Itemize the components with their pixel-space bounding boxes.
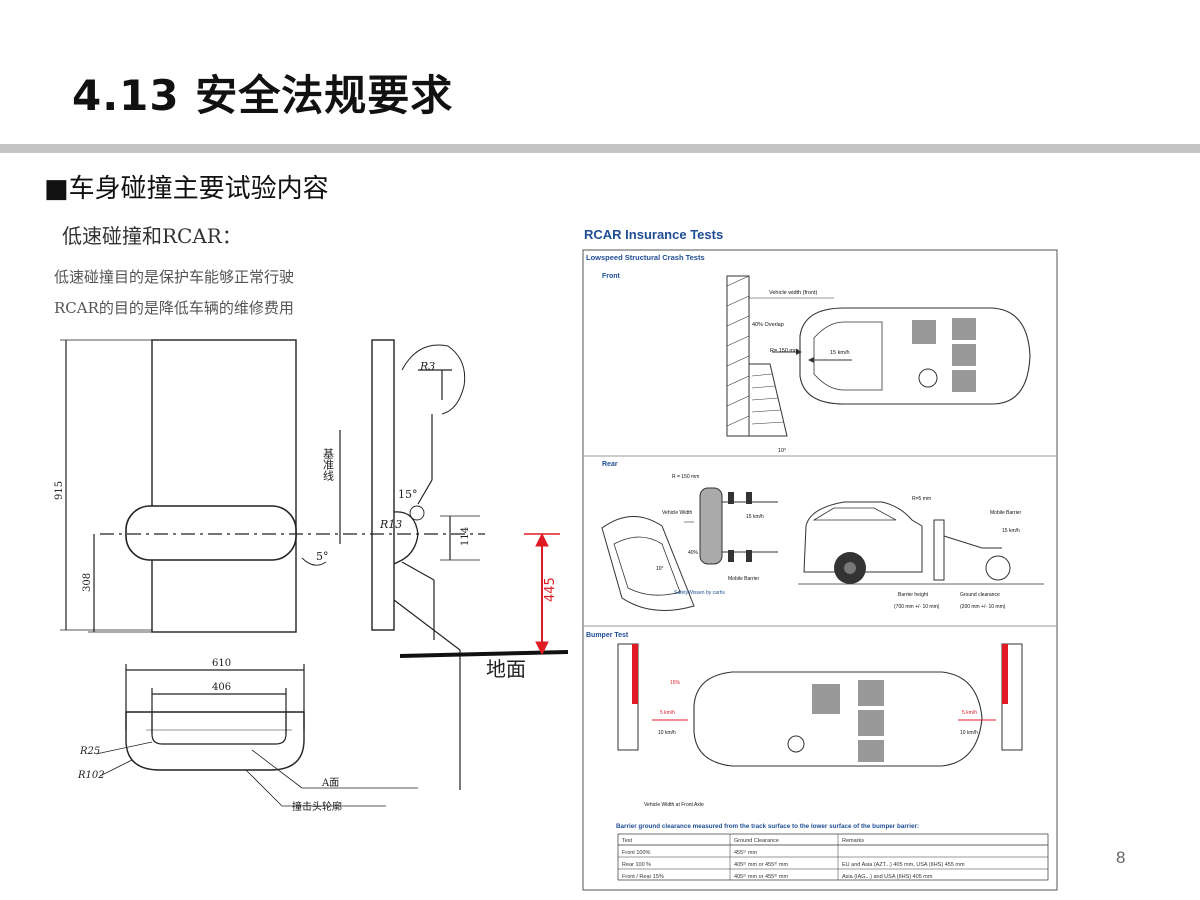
label-ground: 地面: [486, 657, 526, 681]
rear-ground-clearance: Ground clearance: [960, 592, 1000, 598]
slide-title: 4.13 安全法规要求: [72, 71, 454, 120]
rear-mobile-barrier-2: Mobile Barrier: [990, 510, 1021, 516]
rear-label: Rear: [602, 461, 618, 468]
lowspeed-purpose-text: 低速碰撞目的是保护车能够正常行驶: [54, 268, 295, 286]
rear-barrier-height-value: (700 mm +/- 10 mm): [894, 604, 940, 610]
rear-vehicle-width: Vehicle Width: [662, 510, 693, 516]
label-impactor-head: 撞击头轮廓: [292, 800, 342, 813]
bumper-label: Bumper Test: [586, 632, 629, 639]
rear-speed-2: 15 km/h: [1002, 528, 1020, 534]
table-row-3-remarks: Asia (IAG...) and USA (IIHS) 405 mm: [842, 874, 933, 880]
front-angle: 10°: [778, 448, 786, 454]
label-r102: R102: [77, 770, 105, 781]
rear-section: Rear R = 150 mm Vehicle Width 15 km/h 40…: [601, 461, 1044, 611]
label-5-degree: 5°: [316, 550, 329, 563]
table-header-clearance: Ground Clearance: [734, 838, 779, 844]
bumper-speed-right: 5 km/h: [962, 710, 977, 716]
page-number: 8: [1116, 848, 1126, 867]
rear-speed: 15 km/h: [746, 514, 764, 520]
table-row-2-test: Rear 100 %: [622, 862, 651, 868]
label-a-surface: A面: [321, 778, 339, 789]
table-row-2-remarks: EU and Asia (AZT...) 405 mm, USA (IIHS) …: [842, 862, 965, 868]
label-r25: R25: [79, 746, 100, 757]
impactor-drawing: R3 基准线 915 15° R13 114 5° 308 610 406 R2…: [40, 330, 580, 834]
rear-ground-clearance-value: (200 mm +/- 10 mm): [960, 604, 1006, 610]
front-overlap: 40% Overlap: [752, 322, 784, 328]
label-406: 406: [212, 682, 231, 693]
label-114: 114: [460, 527, 471, 546]
rcar-panel-svg: RCAR Insurance Tests Lowspeed Structural…: [582, 227, 1058, 891]
label-610: 610: [212, 658, 231, 669]
table-row-1-test: Front 100%: [622, 850, 651, 856]
label-15-degree: 15°: [398, 488, 418, 501]
rear-angle: 10°: [656, 566, 664, 572]
rear-overlap: 40%: [688, 550, 699, 556]
clearance-table: Test Ground Clearance Remarks Front 100%…: [617, 833, 1049, 881]
label-r13: R13: [379, 518, 402, 531]
front-label: Front: [602, 273, 621, 280]
table-row-3-test: Front / Rear 15%: [622, 874, 664, 880]
bumper-section: Bumper Test 15% 5 km/h 5 km/h 10 km/h 10…: [586, 632, 1049, 881]
table-row-1-clearance: 455¹⁾ mm: [734, 849, 757, 856]
rcar-insurance-panel: RCAR Insurance Tests Lowspeed Structural…: [582, 226, 1058, 892]
rcar-header: RCAR Insurance Tests: [584, 227, 723, 242]
front-vehicle-width: Vehicle width (front): [769, 290, 817, 296]
section-lowspeed-title: Lowspeed Structural Crash Tests: [586, 253, 705, 262]
bumper-speed-right-2: 10 km/h: [960, 730, 978, 736]
table-row-2-clearance: 405²⁾ mm or 455³⁾ mm: [734, 861, 788, 868]
clearance-note: Barrier ground clearance measured from t…: [616, 823, 919, 830]
lowspeed-heading: 低速碰撞和RCAR：: [62, 224, 242, 248]
rcar-purpose-text: RCAR的目的是降低车辆的维修费用: [54, 299, 294, 317]
bumper-15-percent: 15%: [670, 680, 681, 686]
label-308: 308: [82, 573, 93, 592]
label-915: 915: [54, 481, 65, 500]
label-datum-line: 基准线: [322, 448, 335, 481]
bumper-width-note: Vehicle Width at Front Axle: [644, 802, 704, 808]
front-radius: R= 150 mm: [770, 348, 799, 354]
front-speed: 15 km/h: [830, 350, 850, 356]
rear-mobile-barrier: Mobile Barrier: [728, 576, 759, 582]
front-section: Front: [602, 273, 1031, 454]
bumper-speed-left-2: 10 km/h: [658, 730, 676, 736]
rear-radius: R = 150 mm: [672, 474, 699, 480]
table-header-test: Test: [622, 838, 633, 844]
rear-barrier-height: Barrier height: [898, 592, 929, 598]
title-divider: [0, 144, 1200, 153]
rear-r5: R=5 mm: [912, 496, 931, 502]
table-header-remarks: Remarks: [842, 838, 864, 844]
label-r3: R3: [419, 360, 435, 373]
table-row-3-clearance: 405²⁾ mm or 455³⁾ mm: [734, 873, 788, 880]
label-445: 445: [543, 577, 558, 602]
section-subtitle: ■车身碰撞主要试验内容: [44, 174, 329, 204]
impactor-drawing-svg: R3 基准线 915 15° R13 114 5° 308 610 406 R2…: [54, 339, 569, 813]
bumper-speed-left: 5 km/h: [660, 710, 675, 716]
rear-credit: SafetyWissen by carhs: [674, 590, 725, 596]
